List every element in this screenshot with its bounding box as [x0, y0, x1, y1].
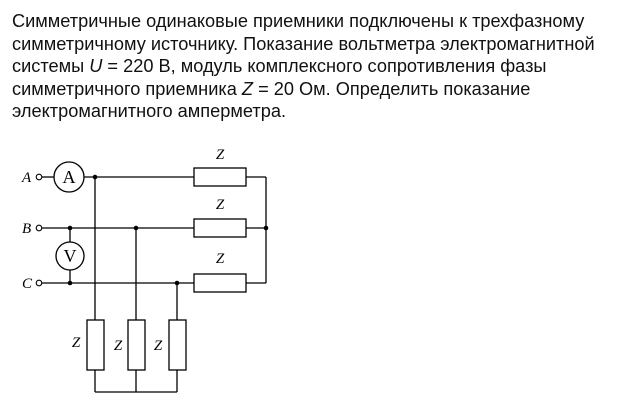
impedance-label: Z	[114, 338, 123, 354]
problem-line-5: электромагнитного амперметра.	[12, 101, 287, 121]
impedance-label: Z	[72, 335, 81, 351]
voltage-variable: U	[89, 56, 103, 76]
impedance-lower-3	[168, 319, 187, 371]
voltmeter-label: V	[64, 246, 77, 266]
voltmeter	[55, 241, 85, 271]
junction-dot	[67, 225, 73, 231]
impedance-phase-a	[193, 167, 247, 187]
terminal-c	[35, 279, 43, 287]
impedance-phase-c	[193, 273, 247, 293]
junction-dot	[92, 174, 98, 180]
terminal-c-label: C	[22, 276, 33, 292]
impedance-variable: Z	[241, 78, 254, 99]
terminal-a-label: A	[21, 170, 32, 186]
terminal-b-label: B	[22, 221, 31, 237]
ammeter	[53, 161, 85, 193]
impedance-label: Z	[154, 338, 163, 354]
problem-line-3: системы U = 220 В, модуль комплексного с…	[12, 56, 547, 76]
junction-dot	[133, 225, 139, 231]
junction-dot	[174, 280, 180, 286]
impedance-phase-b	[193, 218, 247, 238]
problem-line-1: Симметричные одинаковые приемники подклю…	[12, 11, 585, 31]
junction-dot	[67, 280, 73, 286]
impedance-label: Z	[216, 197, 225, 213]
lower-receiver-wiring	[94, 177, 178, 393]
terminal-a	[35, 173, 43, 181]
problem-statement: Симметричные одинаковые приемники подклю…	[12, 10, 624, 123]
impedance-lower-2	[127, 319, 146, 371]
problem-line-4: симметричного приемника Z = 20 Ом. Опред…	[12, 78, 531, 99]
terminal-b	[35, 224, 43, 232]
junction-dot	[263, 225, 269, 231]
ammeter-label: A	[63, 167, 76, 187]
impedance-label: Z	[216, 147, 225, 163]
impedance-lower-1	[86, 319, 105, 371]
impedance-label: Z	[216, 251, 225, 267]
problem-line-2: симметричному источнику. Показание вольт…	[12, 33, 595, 54]
